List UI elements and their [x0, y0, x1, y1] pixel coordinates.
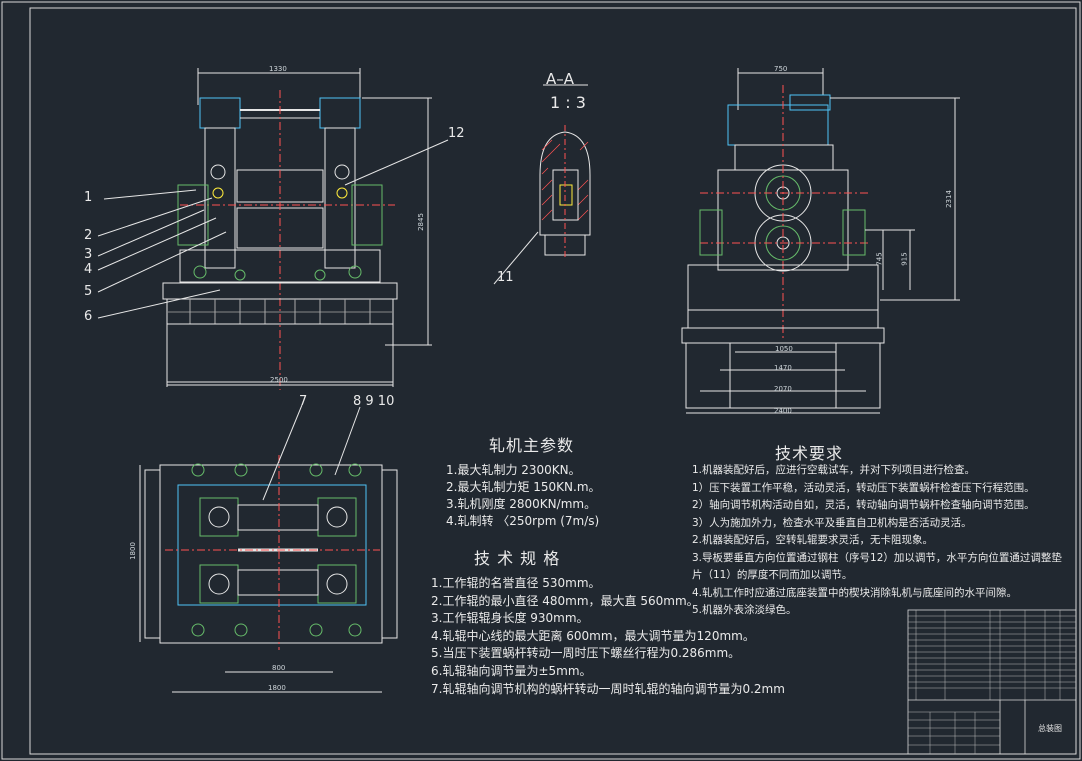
tech-spec-item: 4.轧辊中心线的最大距离 600mm，最大调节量为120mm。 — [431, 628, 755, 643]
tech-spec-item: 5.当压下装置蜗杆转动一周时压下螺丝行程为0.286mm。 — [431, 646, 741, 661]
dim-front-bottom: 2500 — [270, 376, 288, 384]
tech-spec-item: 3.工作辊辊身长度 930mm。 — [431, 611, 589, 626]
tech-req-item: 2.机器装配好后，空转轧辊要求灵活，无卡阻现象。 — [692, 534, 934, 546]
section-aa-view — [493, 84, 591, 285]
callout-12: 12 — [448, 126, 465, 141]
dim-side-top: 750 — [774, 65, 788, 73]
tech-req-item: 1.机器装配好后，应进行空载试车，并对下列项目进行检查。 — [692, 464, 976, 476]
tech-spec-title: 技 术 规 格 — [474, 549, 561, 568]
drawing-name: 总装图 — [1038, 724, 1062, 733]
inner-frame — [29, 7, 1077, 755]
plan-view — [139, 404, 398, 693]
tech-req-item: 3.导板要垂直方向位置通过钢柱（序号12）加以调节，水平方向位置通过调整垫 — [692, 551, 1062, 564]
section-title: A–A — [546, 70, 575, 88]
callout-5: 5 — [84, 284, 93, 299]
tech-req-item: 片（11）的厚度不同而加以调节。 — [692, 569, 853, 581]
callout-6: 6 — [84, 309, 93, 324]
dim-side-d1: 745 — [875, 252, 884, 266]
tech-spec-item: 7.轧辊轴向调节机构的蜗杆转动一周时轧辊的轴向调节量为0.2mm — [431, 681, 785, 696]
dim-plan-bottom: 1800 — [268, 684, 286, 692]
tech-req-item: 4.轧机工作时应通过底座装置中的楔块消除轧机与底座间的水平间隙。 — [692, 586, 1018, 599]
tech-spec-item: 2.工作辊的最小直径 480mm，最大直 560mm。 — [431, 593, 699, 608]
tech-req-list: 1.机器装配好后，应进行空载试车，并对下列项目进行检查。 1）压下装置工作平稳，… — [692, 462, 1062, 620]
tech-spec-item: 6.轧辊轴向调节量为±5mm。 — [431, 663, 592, 678]
callout-3: 3 — [84, 247, 93, 262]
side-view — [681, 68, 960, 414]
dim-plan-left: 1800 — [128, 542, 137, 560]
main-param-item: 3.轧机刚度 2800KN/mm。 — [446, 497, 597, 511]
main-param-item: 1.最大轧制力 2300KN。 — [446, 463, 581, 477]
dim-plan-inner: 800 — [272, 664, 286, 672]
section-scale: 1 : 3 — [550, 93, 586, 112]
main-params-title: 轧机主参数 — [489, 436, 575, 455]
callout-2: 2 — [84, 228, 93, 243]
dim-side-w2: 1470 — [774, 364, 792, 372]
dim-front-top: 1330 — [269, 65, 287, 73]
tech-req-item: 1）压下装置工作平稳，活动灵活，转动压下装置蜗杆检查压下行程范围。 — [692, 481, 1035, 494]
tech-req-item: 5.机器外表涂淡绿色。 — [692, 604, 797, 616]
main-params-list: 1.最大轧制力 2300KN。 2.最大轧制力矩 150KN.m。 3.轧机刚度… — [446, 462, 601, 530]
tech-req-item: 2）轴向调节机构活动自如，灵活，转动轴向调节蜗杆检查轴向调节范围。 — [692, 499, 1035, 511]
tech-req-item: 3）人为施加外力，检查水平及垂直自卫机构是否活动灵活。 — [692, 516, 972, 529]
callout-7: 7 — [299, 394, 308, 409]
dim-side-height: 2314 — [944, 190, 953, 208]
callout-8-9-10: 8 9 10 — [353, 394, 395, 409]
dim-side-w1: 1050 — [775, 345, 793, 353]
front-view — [97, 68, 449, 390]
main-param-item: 2.最大轧制力矩 150KN.m。 — [446, 480, 601, 494]
dim-front-height: 2845 — [416, 213, 425, 231]
callout-1: 1 — [84, 190, 93, 205]
tech-req-title: 技术要求 — [775, 444, 844, 463]
dim-side-w4: 2400 — [774, 407, 792, 415]
callout-4: 4 — [84, 262, 93, 277]
main-param-item: 4.轧制转 〈250rpm (7m/s) — [446, 514, 600, 528]
tech-spec-list: 1.工作辊的名誉直径 530mm。 2.工作辊的最小直径 480mm，最大直 5… — [431, 575, 785, 698]
title-block — [907, 609, 1077, 755]
tech-spec-item: 1.工作辊的名誉直径 530mm。 — [431, 576, 601, 590]
dim-side-w3: 2070 — [774, 385, 792, 393]
dim-side-d2: 915 — [900, 252, 909, 266]
callout-11: 11 — [497, 270, 514, 285]
